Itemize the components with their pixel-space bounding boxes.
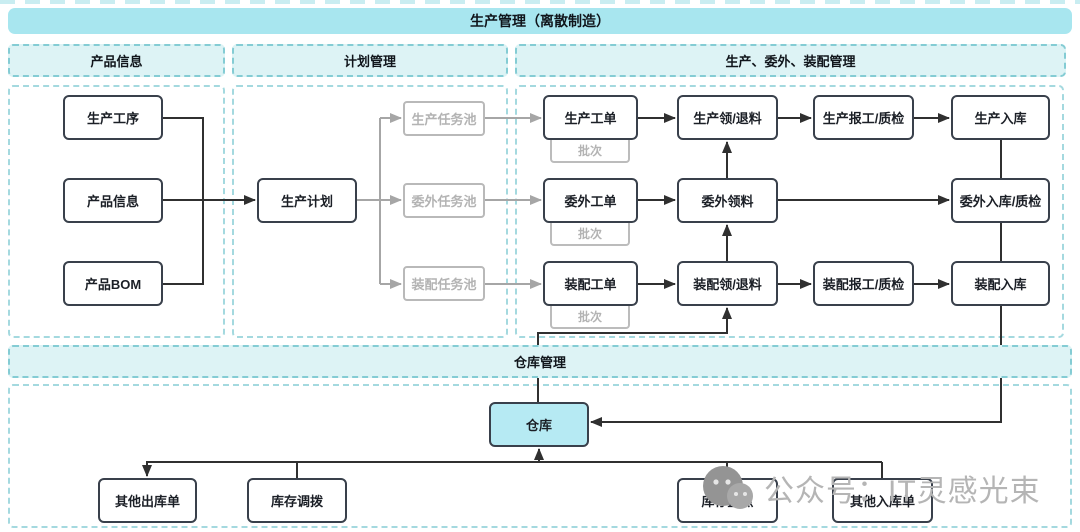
node-warehouse: 仓库 xyxy=(489,402,589,447)
node-product-info: 产品信息 xyxy=(63,178,163,223)
node-production-pick-return: 生产领/退料 xyxy=(677,95,778,140)
section-header-product: 产品信息 xyxy=(8,44,225,77)
node-production-inbound: 生产入库 xyxy=(951,95,1050,140)
node-assembly-inbound: 装配入库 xyxy=(951,261,1050,306)
node-outsource-pick: 委外领料 xyxy=(677,178,778,223)
tag-batch-production: 批次 xyxy=(550,136,630,163)
node-product-bom: 产品BOM xyxy=(63,261,163,306)
node-production-process: 生产工序 xyxy=(63,95,163,140)
node-production-task-pool: 生产任务池 xyxy=(403,101,485,136)
tag-batch-assembly: 批次 xyxy=(550,302,630,329)
node-assembly-task-pool: 装配任务池 xyxy=(403,266,485,301)
node-assembly-work-order: 装配工单 xyxy=(543,261,638,306)
node-assembly-report-qc: 装配报工/质检 xyxy=(813,261,914,306)
node-inventory-stocktake: 库存盘点 xyxy=(677,478,778,523)
section-header-plan: 计划管理 xyxy=(232,44,508,77)
node-other-outbound-order: 其他出库单 xyxy=(98,478,197,523)
node-outsource-inbound-qc: 委外入库/质检 xyxy=(951,178,1050,223)
node-production-report-qc: 生产报工/质检 xyxy=(813,95,914,140)
node-production-plan: 生产计划 xyxy=(257,178,357,223)
node-outsource-work-order: 委外工单 xyxy=(543,178,638,223)
banner-title: 生产管理（离散制造） xyxy=(8,8,1072,34)
node-other-inbound-order: 其他入库单 xyxy=(832,478,933,523)
node-inventory-transfer: 库存调拨 xyxy=(247,478,347,523)
section-header-warehouse: 仓库管理 xyxy=(8,345,1072,378)
section-header-production: 生产、委外、装配管理 xyxy=(515,44,1066,77)
node-production-work-order: 生产工单 xyxy=(543,95,638,140)
tag-batch-outsource: 批次 xyxy=(550,219,630,246)
outer-frame-top-dash xyxy=(0,0,1080,4)
node-outsource-task-pool: 委外任务池 xyxy=(403,183,485,218)
node-assembly-pick-return: 装配领/退料 xyxy=(677,261,778,306)
